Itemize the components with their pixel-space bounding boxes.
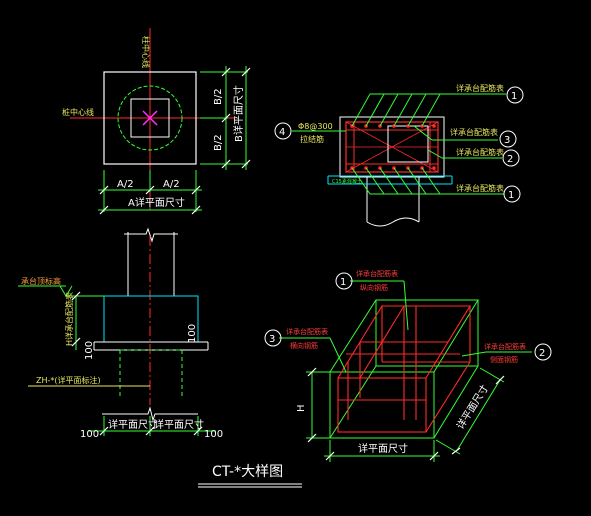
callout-1-top: 1 详承台配筋表 bbox=[456, 83, 524, 104]
dim-100-left: 100 bbox=[84, 341, 95, 360]
elevation-view: 承台顶标高 H详承台配筋表 100 100 ZH-*(详平面标注) 详平面尺寸 … bbox=[18, 227, 223, 440]
rebar-section-view: C15素混凝土 bbox=[274, 83, 524, 227]
bottom-100-right: 100 bbox=[204, 429, 223, 440]
dim-a-label: A详平面尺寸 bbox=[128, 196, 185, 209]
callout-1-bottom-text: 详承台配筋表 bbox=[456, 183, 504, 193]
iso-callout-3-line2: 横向钢筋 bbox=[290, 341, 318, 350]
iso-callout-3-num: 3 bbox=[269, 334, 275, 345]
blinding-label: C15素混凝土 bbox=[332, 178, 362, 185]
iso-callout-2: 2 详承台配筋表 侧面钢筋 bbox=[484, 342, 552, 364]
dim-a-half-1: A/2 bbox=[117, 179, 134, 190]
callout-1-top-text: 详承台配筋表 bbox=[456, 83, 504, 93]
callout-1-bottom: 1 详承台配筋表 bbox=[456, 183, 521, 203]
iso-h-label: H bbox=[296, 404, 307, 412]
cap-top-label: 承台顶标高 bbox=[21, 276, 61, 286]
dim-100-right: 100 bbox=[187, 324, 198, 343]
iso-callout-2-line1: 详承台配筋表 bbox=[484, 342, 526, 351]
dim-a-half-2: A/2 bbox=[163, 179, 180, 190]
dim-b-half-1: B/2 bbox=[213, 88, 224, 105]
iso-callout-1-line2: 纵向钢筋 bbox=[360, 283, 388, 292]
callout-2-text: 详承台配筋表 bbox=[456, 147, 504, 157]
iso-callout-2-num: 2 bbox=[539, 348, 545, 359]
iso-callout-3: 3 详承台配筋表 横向钢筋 bbox=[264, 327, 328, 350]
iso-dim-front: 详平面尺寸 bbox=[358, 442, 408, 455]
height-label: H详承台配筋表 bbox=[64, 292, 74, 346]
bottom-dim-2: 详平面尺寸 bbox=[154, 418, 204, 431]
bottom-100-left: 100 bbox=[80, 429, 99, 440]
callout-4-line2: 拉结筋 bbox=[300, 134, 324, 144]
callout-4-line1: Φ8@300 bbox=[298, 122, 333, 131]
callout-3: 3 详承台配筋表 bbox=[450, 127, 517, 148]
dim-b-label: B详平面尺寸 bbox=[232, 85, 245, 142]
callout-3-num: 3 bbox=[504, 135, 510, 146]
callout-4-num: 4 bbox=[279, 127, 285, 138]
plan-view: 柱中心线 桩中心线 A/2 A/2 A详平面尺寸 B/2 B/2 B详平面尺寸 bbox=[62, 28, 251, 215]
callout-2-num: 2 bbox=[507, 154, 513, 165]
iso-callout-1-num: 1 bbox=[340, 277, 346, 288]
callout-4: 4 Φ8@300 拉结筋 bbox=[274, 122, 333, 144]
callout-2: 2 详承台配筋表 bbox=[456, 147, 520, 167]
iso-callout-1-line1: 详承台配筋表 bbox=[356, 269, 398, 278]
drawing-title: CT-*大样图 bbox=[198, 464, 302, 488]
callout-1-top-num: 1 bbox=[511, 91, 517, 102]
callout-3-text: 详承台配筋表 bbox=[450, 127, 498, 137]
iso-callout-3-line1: 详承台配筋表 bbox=[286, 327, 328, 336]
callout-1-bottom-num: 1 bbox=[508, 190, 514, 201]
isometric-view: 1 详承台配筋表 纵向钢筋 3 详承台配筋表 横向钢筋 2 详承台配筋表 侧面钢… bbox=[264, 269, 552, 462]
dim-b-half-2: B/2 bbox=[213, 134, 224, 151]
title-text: CT-*大样图 bbox=[212, 464, 283, 480]
iso-callout-1: 1 详承台配筋表 纵向钢筋 bbox=[335, 269, 398, 292]
pile-center-label: 桩中心线 bbox=[62, 107, 94, 117]
zh-label: ZH-*(详平面标注) bbox=[36, 375, 101, 385]
bottom-dim-1: 详平面尺寸 bbox=[108, 418, 158, 431]
col-center-label: 柱中心线 bbox=[141, 36, 151, 68]
iso-callout-2-line2: 侧面钢筋 bbox=[490, 355, 518, 364]
